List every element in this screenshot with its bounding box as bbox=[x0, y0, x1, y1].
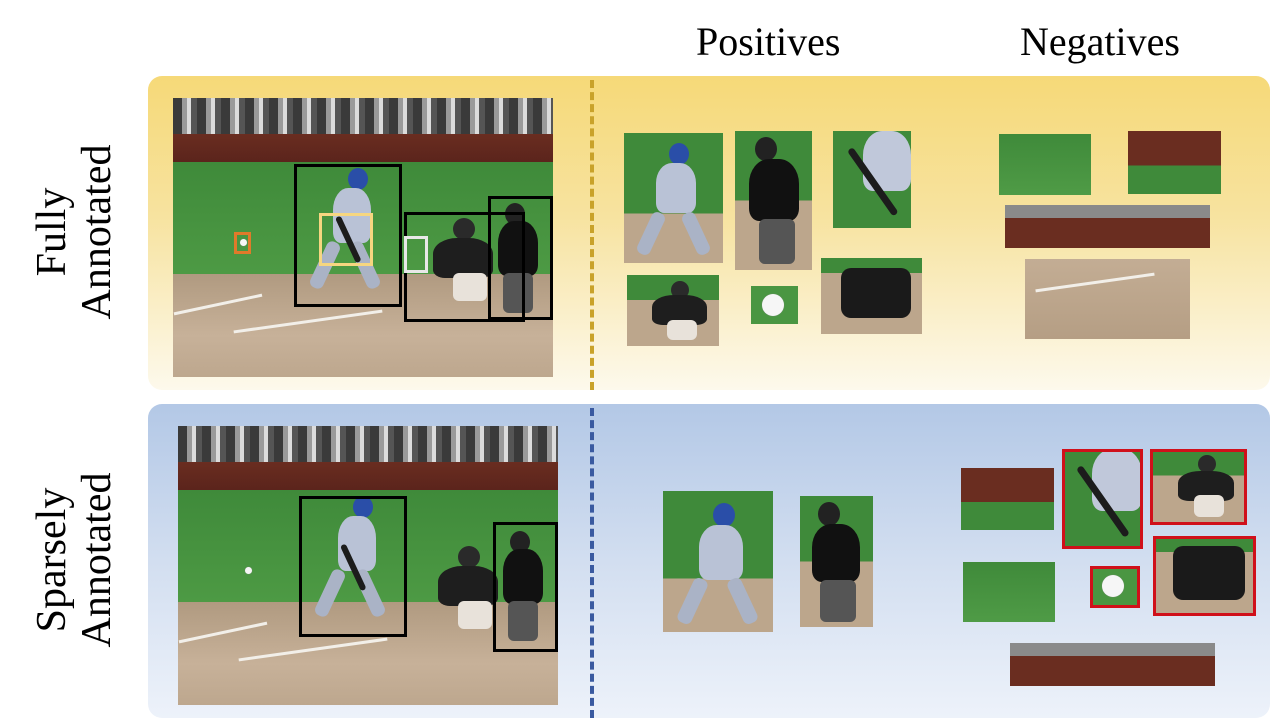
false-negative-box-catcher bbox=[1150, 449, 1247, 525]
false-negative-crop-bat bbox=[1062, 449, 1143, 549]
positive-crop-catcher bbox=[627, 275, 719, 346]
row-label-line2: Annotated bbox=[74, 144, 120, 320]
positive-crop-umpire bbox=[800, 496, 873, 627]
umpire-box bbox=[493, 522, 558, 652]
positive-crop-batter bbox=[663, 491, 773, 632]
negative-crop-wall-grass bbox=[961, 468, 1054, 530]
false-negative-box-ball bbox=[1090, 566, 1140, 608]
baseball-ball bbox=[245, 567, 252, 574]
negatives-header: Negatives bbox=[1020, 19, 1180, 64]
ball-box bbox=[234, 232, 251, 254]
row-label-line1: Sparsely bbox=[28, 487, 75, 633]
positive-crop-ball bbox=[751, 286, 798, 324]
positive-crop-batter bbox=[624, 133, 723, 263]
negative-crop-grass bbox=[963, 562, 1055, 622]
bat-box bbox=[319, 213, 373, 266]
positives-header: Positives bbox=[696, 19, 841, 64]
sparse-scene-image bbox=[178, 426, 558, 705]
baseball-ball bbox=[240, 239, 247, 246]
negative-crop-wall-strip bbox=[1010, 643, 1215, 686]
false-negative-box-glove bbox=[1153, 536, 1256, 616]
sparse-divider bbox=[590, 408, 594, 718]
stands bbox=[173, 98, 553, 135]
positive-crop-umpire bbox=[735, 131, 812, 270]
outfield-wall bbox=[178, 462, 558, 491]
row-label-fully-annotated: Fully Annotated bbox=[15, 67, 135, 397]
batter-box bbox=[294, 164, 402, 307]
false-negative-crop-ball bbox=[1090, 566, 1140, 608]
false-negative-box-bat bbox=[1062, 449, 1143, 549]
row-label-line2: Annotated bbox=[74, 472, 120, 648]
negative-crop-wall-strip bbox=[1005, 205, 1210, 248]
glove-box bbox=[404, 236, 428, 273]
row-label-line1: Fully bbox=[28, 187, 75, 277]
false-negative-crop-glove bbox=[1153, 536, 1256, 616]
stands bbox=[178, 426, 558, 463]
negative-crop-dirt bbox=[1025, 259, 1190, 339]
batter-box bbox=[299, 496, 407, 637]
positive-crop-bat bbox=[833, 131, 911, 228]
positive-crop-glove bbox=[821, 258, 922, 334]
row-label-sparsely-annotated: Sparsely Annotated bbox=[15, 395, 135, 725]
umpire-box bbox=[488, 196, 553, 320]
false-negative-crop-catcher bbox=[1150, 449, 1247, 525]
negative-crop-grass-1 bbox=[999, 134, 1091, 195]
full-divider bbox=[590, 80, 594, 390]
outfield-wall bbox=[173, 134, 553, 163]
negative-crop-wall-grass bbox=[1128, 131, 1221, 194]
full-scene-image bbox=[173, 98, 553, 377]
